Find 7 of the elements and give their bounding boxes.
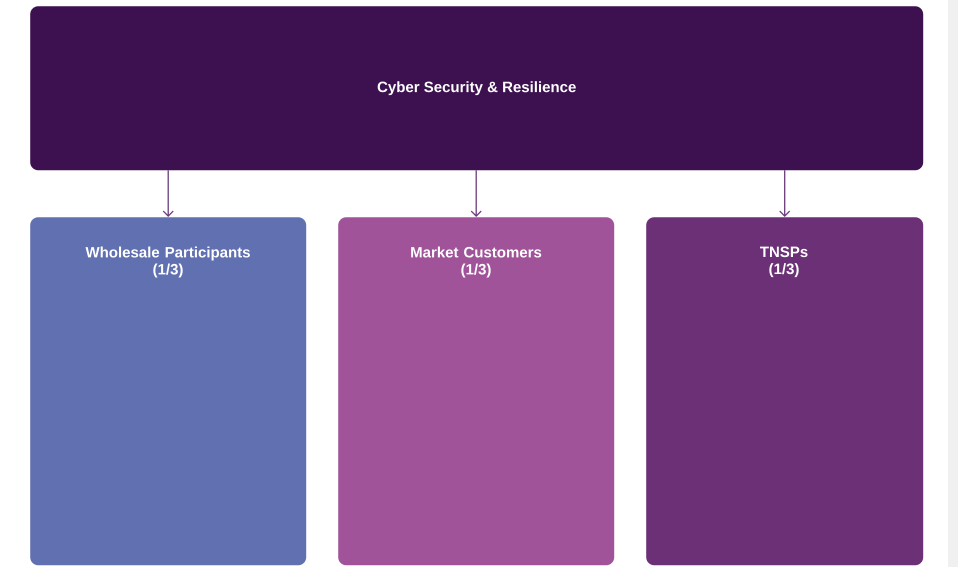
category-box: TNSPs (1/3) — [646, 217, 924, 566]
header-box: Cyber Security & Resilience — [30, 6, 924, 170]
category-box: Market Customers (1/3) — [338, 217, 614, 566]
category-box: Wholesale Participants (1/3) — [30, 217, 306, 566]
arrow — [779, 170, 790, 217]
arrow — [470, 170, 482, 217]
arrow — [162, 170, 174, 217]
